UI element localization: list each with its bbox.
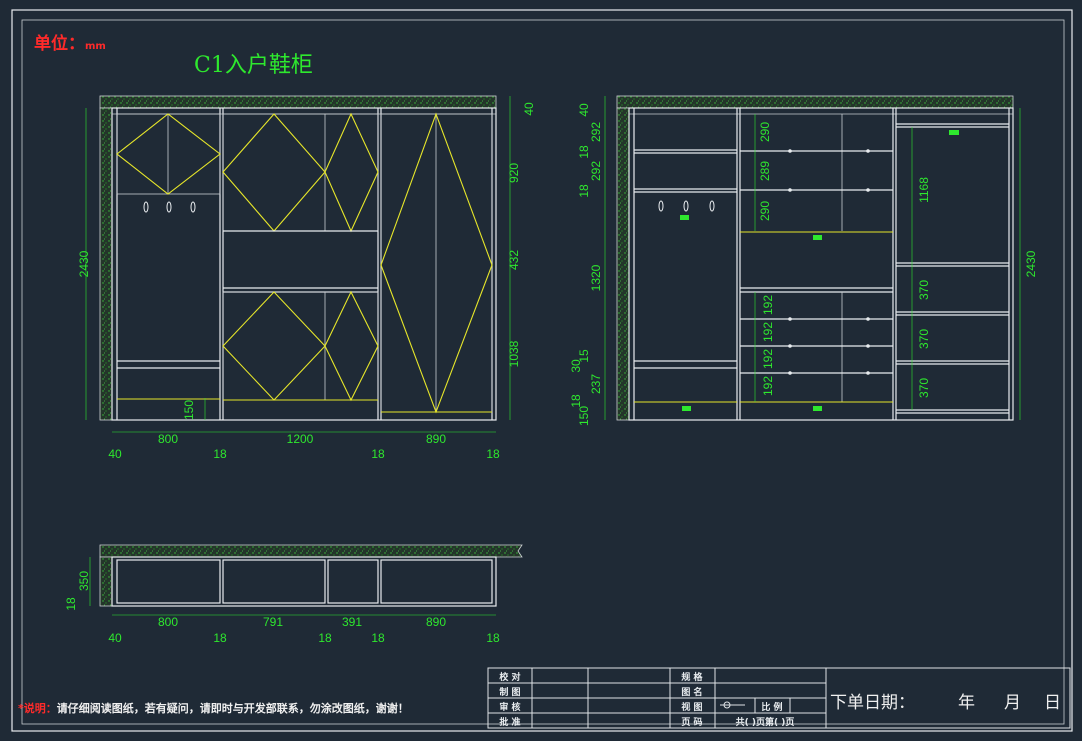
- order-date-label: 下单日期：: [830, 693, 915, 713]
- order-date-day: 日: [1044, 693, 1061, 713]
- note-text: 请仔细阅读图纸，若有疑问，请即时与开发部联系，勿涂改图纸，谢谢！: [56, 702, 409, 715]
- front-view: [85, 95, 511, 433]
- interior-view: [604, 95, 1021, 421]
- note-prefix: *说明：: [18, 702, 57, 715]
- left-wall: [99, 107, 113, 421]
- title-block: [487, 667, 1071, 729]
- order-date-month: 月: [1004, 693, 1021, 713]
- plan-view: [89, 544, 523, 616]
- unit-value: mm: [85, 41, 106, 52]
- unit-label-text: 单位：: [34, 34, 85, 54]
- unit-label: 单位：mm: [34, 29, 106, 54]
- order-date-year: 年: [958, 693, 975, 713]
- order-date: 下单日期： 年 月 日: [830, 688, 1061, 713]
- top-stone: [99, 95, 497, 109]
- drawing-title: C1入户鞋柜: [194, 53, 313, 78]
- note-line: *说明：请仔细阅读图纸，若有疑问，请即时与开发部联系，勿涂改图纸，谢谢！: [18, 700, 409, 716]
- inner-frame: [21, 19, 1065, 725]
- outer-frame: [11, 9, 1073, 732]
